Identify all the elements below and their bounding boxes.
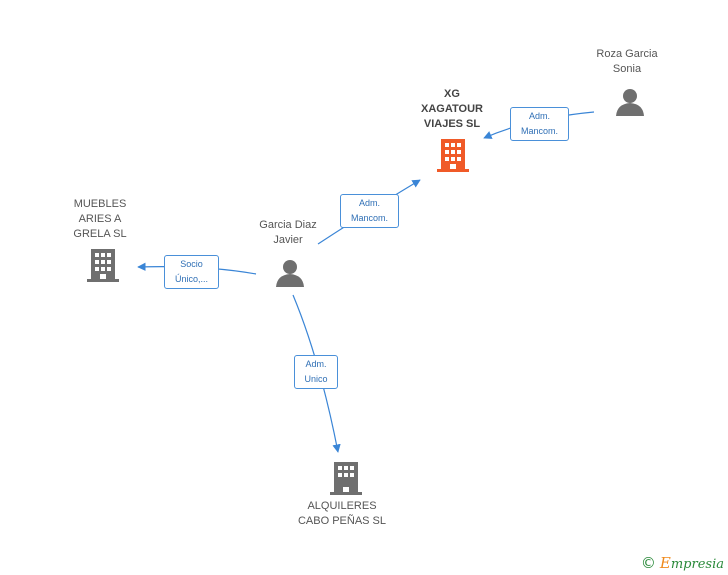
person-icon[interactable]: [275, 259, 305, 287]
node-label-line: Javier: [273, 234, 303, 246]
edge-label-line: Adm.: [358, 198, 380, 208]
footer-brand: © Empresia: [641, 554, 724, 572]
edge-label-garcia-xg[interactable]: Adm. Mancom.: [340, 194, 399, 228]
building-icon[interactable]: [87, 248, 119, 282]
empresia-logo[interactable]: Empresia: [660, 554, 724, 572]
edge-label-line: Mancom.: [350, 213, 388, 223]
edge-label-garcia-alquileres[interactable]: Adm. Unico: [294, 355, 338, 389]
node-label-line: CABO PEÑAS SL: [297, 515, 387, 527]
edge-label-line: Mancom.: [520, 126, 558, 136]
edge-label-line: Socio: [180, 259, 203, 269]
edge-label-garcia-muebles[interactable]: Socio Único,...: [164, 255, 219, 289]
edge-label-line: Único,...: [174, 274, 208, 284]
copyright-symbol: ©: [640, 554, 656, 572]
node-label-line: GRELA SL: [73, 228, 127, 240]
node-label-roza-garcia[interactable]: Roza Garcia Sonia: [582, 47, 672, 77]
edge-label-line: Unico: [304, 374, 328, 384]
node-label-line: Garcia Diaz: [259, 219, 317, 231]
person-icon[interactable]: [615, 88, 645, 116]
node-label-line: Roza Garcia: [596, 48, 658, 60]
node-label-garcia-diaz[interactable]: Garcia Diaz Javier: [243, 218, 333, 248]
edge-label-roza-xg[interactable]: Adm. Mancom.: [510, 107, 569, 141]
node-label-line: XG: [444, 88, 460, 100]
node-label-line: Sonia: [612, 63, 642, 75]
brand-rest: mpresia: [670, 557, 724, 572]
edge-label-line: Adm.: [528, 111, 550, 121]
building-icon[interactable]: [330, 461, 362, 495]
node-label-xg-xagatour[interactable]: XG XAGATOUR VIAJES SL: [408, 87, 496, 132]
node-label-muebles-aries[interactable]: MUEBLES ARIES A GRELA SL: [55, 197, 145, 242]
node-label-line: MUEBLES: [73, 198, 127, 210]
brand-initial: E: [659, 554, 671, 572]
node-label-line: ARIES A: [78, 213, 122, 225]
node-label-line: ALQUILERES: [307, 500, 377, 512]
node-label-alquileres-cabo[interactable]: ALQUILERES CABO PEÑAS SL: [286, 499, 398, 529]
node-label-line: XAGATOUR: [421, 103, 483, 115]
building-icon[interactable]: [437, 138, 469, 172]
edge-label-line: Adm.: [305, 359, 327, 369]
node-label-line: VIAJES SL: [423, 118, 481, 130]
